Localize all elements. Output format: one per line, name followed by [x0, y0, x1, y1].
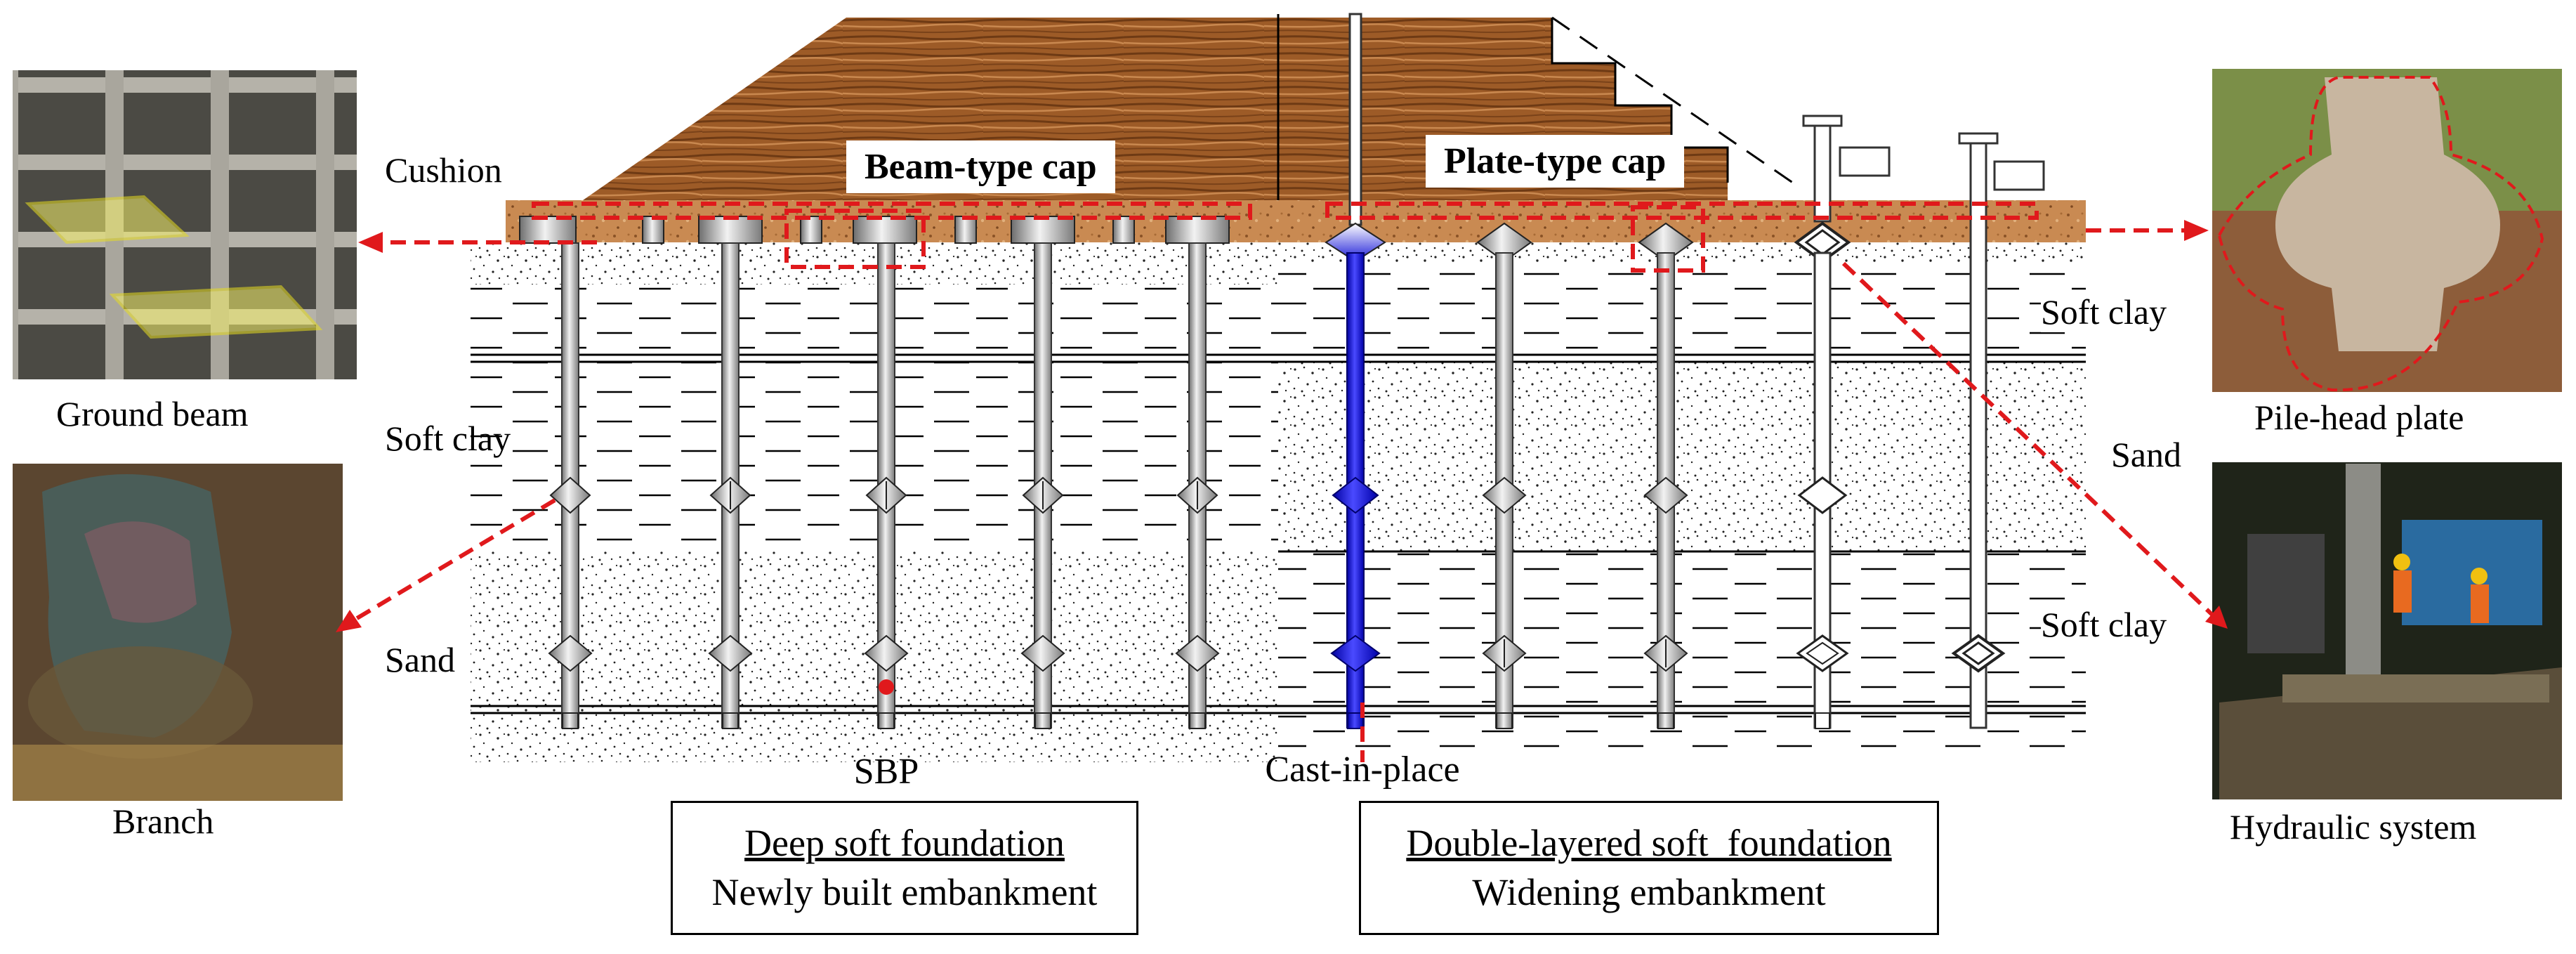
sbp-pile: [548, 242, 593, 729]
branch-photo: [13, 464, 343, 801]
right-box-title: Double-layered soft foundation: [1406, 822, 1892, 864]
drilling-rig: [1951, 132, 2045, 729]
left-box-subtitle: Newly built embankment: [711, 871, 1098, 913]
label-right-soft-clay-top: Soft clay: [2041, 292, 2167, 332]
left-box-title: Deep soft foundation: [744, 822, 1065, 864]
sbp-marker-dot: [879, 679, 894, 695]
right-caption-box: Double-layered soft foundation Widening …: [1359, 801, 1939, 935]
sbp-pile: [1020, 242, 1065, 729]
sbp-pile: [708, 242, 753, 729]
right-box-subtitle: Widening embankment: [1472, 871, 1826, 913]
caption-pile-head-plate: Pile-head plate: [2254, 398, 2464, 437]
beam-type-cap-label: Beam-type cap: [846, 141, 1115, 193]
ground-beam-photo: [13, 70, 357, 379]
callout-arrows: [350, 228, 2214, 762]
plate-pile: [1638, 222, 1694, 729]
plate-type-cap-label: Plate-type cap: [1426, 135, 1685, 188]
sbp-piles-left: [548, 242, 1220, 729]
right-soil-profile: [1278, 242, 2086, 755]
drilling-pile: [1794, 115, 1891, 729]
embankment: [583, 14, 1799, 752]
label-left-soft-clay: Soft clay: [385, 419, 511, 458]
sbp-pile: [864, 242, 909, 729]
caption-hydraulic-system: Hydraulic system: [2230, 807, 2477, 847]
label-sbp: SBP: [854, 752, 919, 792]
sbp-pile: [1175, 242, 1220, 729]
label-right-soft-clay-bottom: Soft clay: [2041, 604, 2167, 645]
left-caption-box: Deep soft foundation Newly built embankm…: [671, 801, 1138, 935]
label-right-sand: Sand: [2111, 434, 2181, 475]
plate-pile: [1476, 222, 1532, 729]
callout-markers: [532, 202, 2039, 273]
label-cushion: Cushion: [385, 150, 502, 190]
label-left-sand: Sand: [385, 640, 455, 679]
label-cast-in-place: Cast-in-place: [1265, 750, 1459, 790]
pile-head-plate-photo: [2212, 69, 2562, 392]
caption-ground-beam: Ground beam: [56, 394, 249, 433]
caption-branch: Branch: [112, 802, 214, 841]
cast-in-place-pile: [1325, 13, 1386, 729]
callout-arrowheads: [336, 220, 2228, 632]
hydraulic-system-photo: [2212, 462, 2562, 799]
plate-type-piles: [1476, 115, 2045, 729]
